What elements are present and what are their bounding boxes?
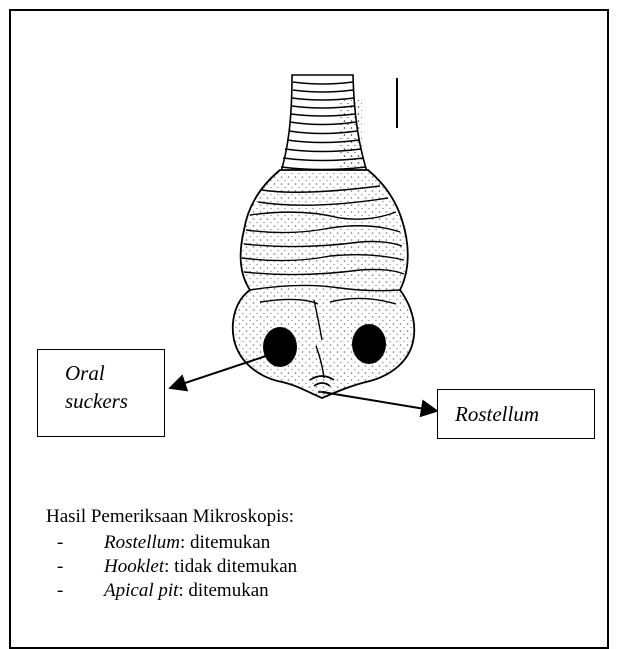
result-status: : ditemukan <box>180 532 270 553</box>
results-list: - Rostellum: ditemukan - Hooklet: tidak … <box>46 531 297 603</box>
label-oral-line2: suckers <box>65 387 164 415</box>
label-rostellum-text: Rostellum <box>455 402 539 426</box>
result-item-hooklet: - Hooklet: tidak ditemukan <box>46 555 297 579</box>
result-term: Hooklet <box>104 556 164 577</box>
oral-sucker-right <box>352 324 386 364</box>
arrow-rostellum <box>322 392 437 411</box>
result-term: Apical pit <box>104 580 178 601</box>
result-item-apical-pit: - Apical pit: ditemukan <box>46 579 297 603</box>
label-oral-suckers: Oral suckers <box>37 349 165 437</box>
scolex <box>233 170 414 398</box>
results-title: Hasil Pemeriksaan Mikroskopis: <box>46 505 297 529</box>
result-term: Rostellum <box>104 532 180 553</box>
list-dash: - <box>57 555 63 579</box>
oral-sucker-left <box>263 327 297 367</box>
result-status: : tidak ditemukan <box>164 556 297 577</box>
list-dash: - <box>57 531 63 555</box>
list-dash: - <box>57 579 63 603</box>
result-item-rostellum: - Rostellum: ditemukan <box>46 531 297 555</box>
label-rostellum: Rostellum <box>437 389 595 439</box>
result-status: : ditemukan <box>178 580 268 601</box>
neck <box>280 75 368 175</box>
label-oral-line1: Oral <box>65 359 164 387</box>
results-section: Hasil Pemeriksaan Mikroskopis: - Rostell… <box>46 505 297 603</box>
